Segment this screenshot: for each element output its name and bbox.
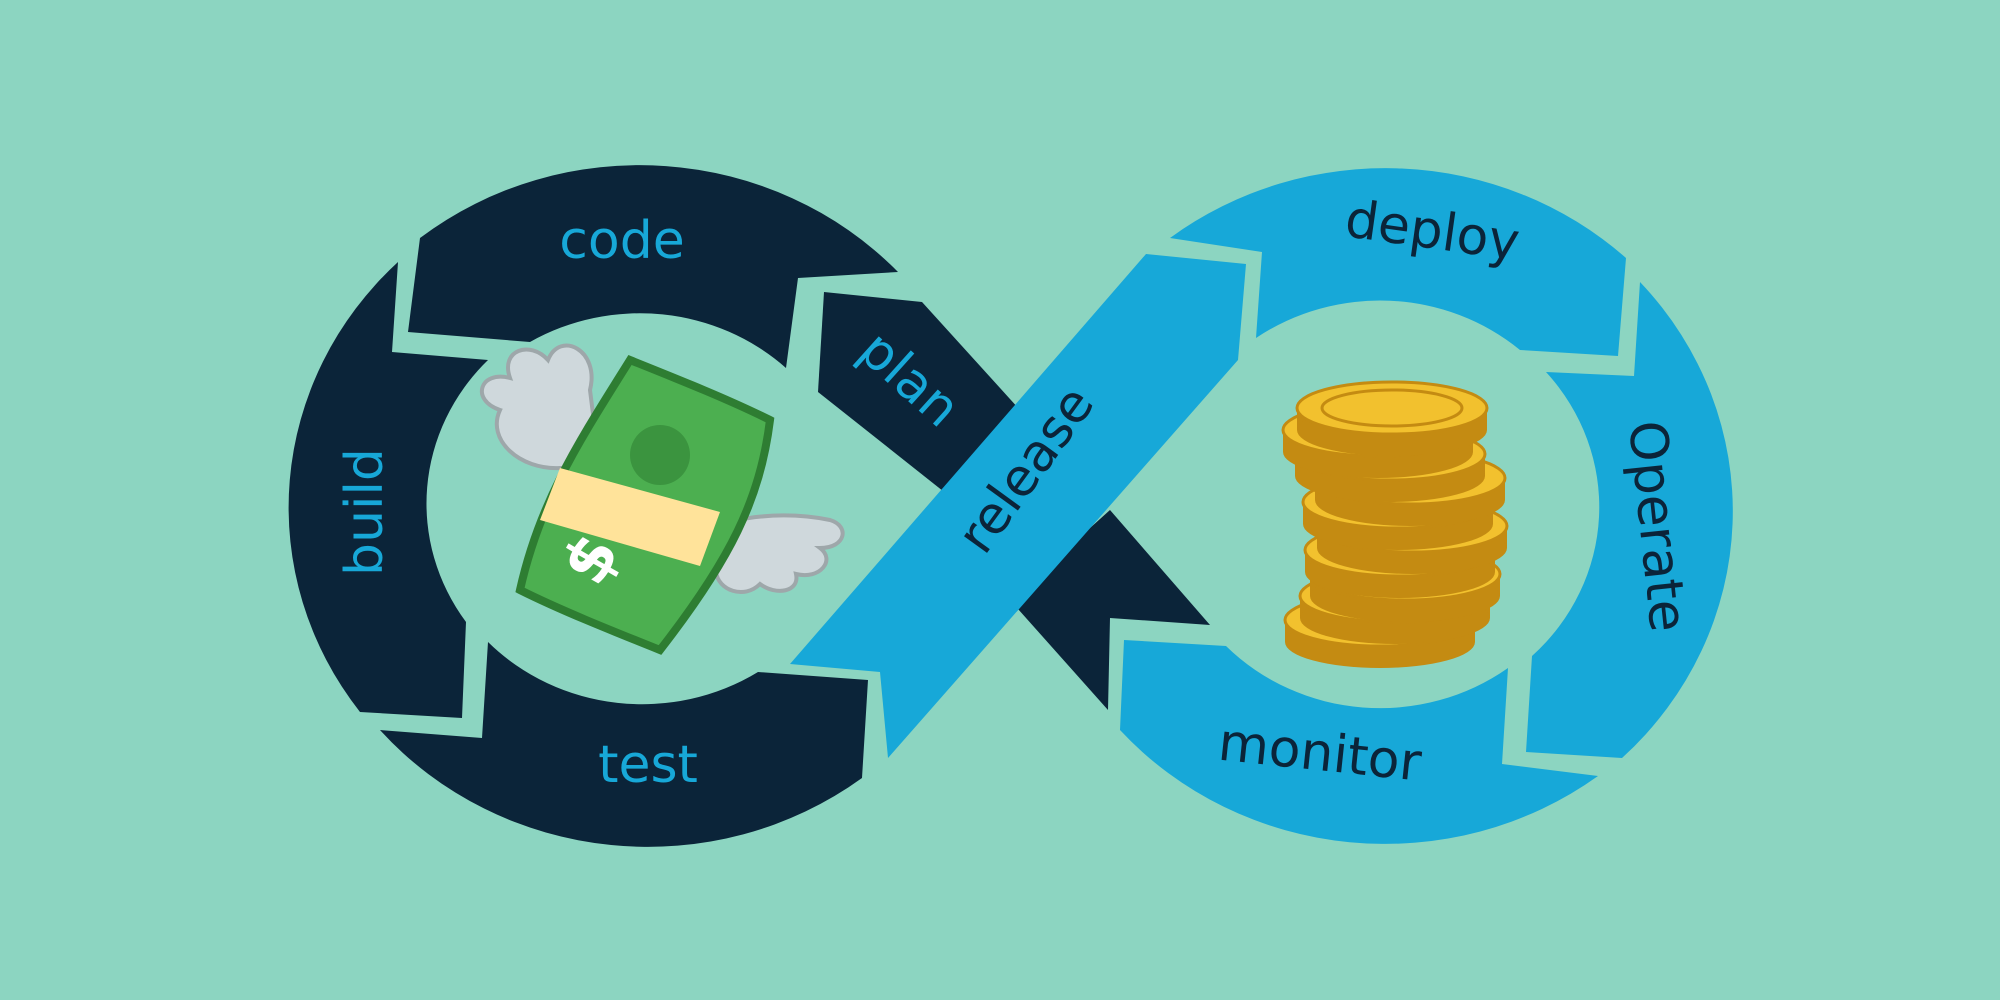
- coin-rim: [1320, 388, 1464, 428]
- label-test: test: [598, 735, 698, 795]
- coin-stack-icon: [1281, 380, 1509, 668]
- label-build: build: [335, 448, 395, 576]
- ops-loop: [790, 168, 1733, 844]
- left-wing: [479, 343, 603, 473]
- dev-loop: [288, 165, 1210, 847]
- segment-operate: [1526, 282, 1733, 758]
- segment-monitor: [1120, 640, 1598, 844]
- segment-release: [790, 254, 1246, 758]
- segment-build: [288, 262, 488, 718]
- label-code: code: [559, 211, 684, 271]
- segment-test: [380, 642, 868, 847]
- segment-code: [408, 165, 898, 368]
- segment-deploy: [1170, 168, 1626, 356]
- bill-band: [540, 468, 720, 566]
- bill-medallion: [630, 425, 690, 485]
- flying-money-icon: $: [479, 343, 845, 655]
